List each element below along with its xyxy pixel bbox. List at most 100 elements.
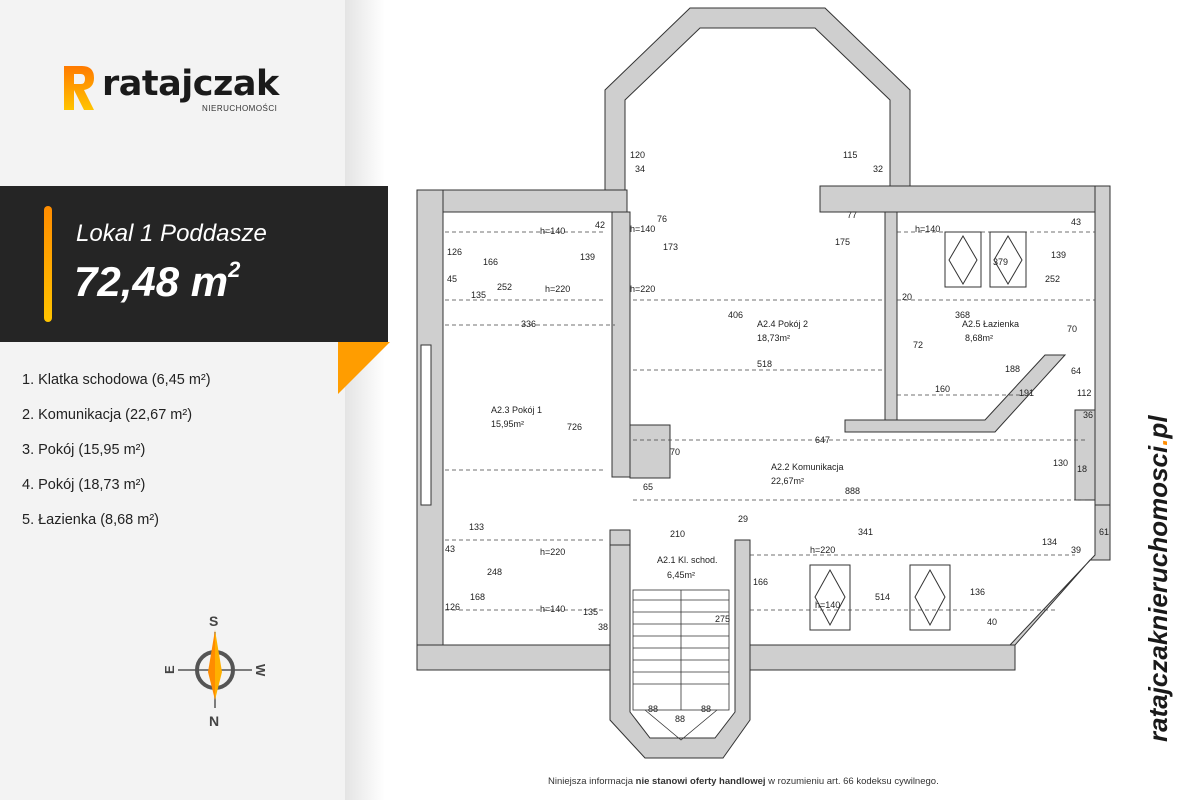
dim-label: 36 (1083, 410, 1093, 420)
orange-corner (338, 342, 390, 394)
dim-label: 115 (843, 150, 857, 160)
room-item: 4. Pokój (18,73 m²) (22, 477, 146, 493)
dim-label: 133 (469, 522, 484, 532)
dim-label: 88 (701, 704, 711, 714)
room-item: 5. Łazienka (8,68 m²) (22, 512, 160, 528)
url-tld: pl (1143, 415, 1173, 439)
dim-label: 252 (497, 282, 512, 292)
disclaimer: Niniejsza informacja nie stanowi oferty … (548, 776, 939, 787)
wall-int-2 (884, 211, 898, 423)
dim-label: h=140 (815, 600, 840, 610)
dim-label: 43 (1071, 217, 1081, 227)
skylight (909, 564, 951, 631)
dim-label: 379 (993, 257, 1008, 267)
dim-label: 135 (471, 290, 486, 300)
dim-label: 88 (675, 714, 685, 724)
dim-label: h=220 (545, 284, 570, 294)
dim-label: 29 (738, 514, 748, 524)
dim-label: 32 (873, 164, 883, 174)
dim-label: 518 (757, 359, 772, 369)
unit-area-exponent: 2 (228, 257, 241, 282)
dim-label: 160 (935, 384, 950, 394)
unit-area: 72,48 m2 (74, 257, 241, 306)
skylight (944, 231, 982, 288)
dim-label: 126 (447, 247, 462, 257)
disclaimer-bold: nie stanowi oferty handlowej (635, 776, 766, 787)
room-area: 6,45m² (667, 570, 695, 580)
room-item: 3. Pokój (15,95 m²) (22, 442, 146, 458)
dim-label: 130 (1053, 458, 1068, 468)
compass-w: W (253, 664, 268, 677)
dim-label: 120 (630, 150, 645, 160)
dim-label: 39 (1071, 545, 1081, 555)
dim-label: 64 (1071, 366, 1081, 376)
brand-logo[interactable]: ratajczak NIERUCHOMOŚCI (62, 60, 292, 120)
dim-label: h=140 (915, 224, 940, 234)
floor-plan: A2.4 Pokój 2 18,73m² A2.3 Pokój 1 15,95m… (416, 7, 1111, 759)
dim-label: 275 (715, 614, 730, 624)
dim-label: 139 (1051, 250, 1066, 260)
room-area: 8,68m² (965, 333, 993, 343)
dim-label: 175 (835, 237, 850, 247)
dim-label: 134 (1042, 537, 1057, 547)
dim-label: 188 (1005, 364, 1020, 374)
dim-label: 72 (913, 340, 923, 350)
url-dot: . (1143, 438, 1173, 446)
compass-icon: S N E W (162, 613, 268, 729)
dim-label: 20 (902, 292, 912, 302)
stair-tower (609, 539, 751, 759)
dim-label: 88 (648, 704, 658, 714)
dim-label: h=220 (540, 547, 565, 557)
dim-label: 368 (955, 310, 970, 320)
skylight (809, 564, 851, 631)
room-area: 15,95m² (491, 419, 524, 429)
dim-label: 18 (1077, 464, 1087, 474)
dim-label: 406 (728, 310, 743, 320)
wall-corner-right (1008, 504, 1111, 646)
dim-label: 514 (875, 592, 890, 602)
dim-label: 42 (595, 220, 605, 230)
website-url[interactable]: ratajczaknieruchomosci.pl (1143, 415, 1174, 742)
dim-label: 126 (445, 602, 460, 612)
room-list: 1. Klatka schodowa (6,45 m²) 2. Komunika… (22, 370, 211, 545)
room-label: A2.5 Łazienka (962, 319, 1019, 329)
dim-label: 336 (521, 319, 536, 329)
room-label: A2.2 Komunikacja (771, 462, 844, 472)
dim-label: 40 (987, 617, 997, 627)
url-main: ratajczaknieruchomosci (1143, 445, 1173, 742)
compass-s: S (209, 613, 218, 629)
dim-label: 139 (580, 252, 595, 262)
dim-label: 136 (970, 587, 985, 597)
wall-top-left (416, 189, 628, 213)
dim-label: 61 (1099, 527, 1109, 537)
skylight (989, 231, 1027, 288)
dim-label: 191 (1019, 388, 1034, 398)
wall-int-5 (1074, 409, 1096, 501)
dim-label: 135 (583, 607, 598, 617)
left-panel (0, 0, 345, 800)
dim-label: h=140 (630, 224, 655, 234)
wall-stair-top (609, 529, 631, 546)
wall-bottom-left (416, 644, 628, 671)
accent-bar (44, 206, 52, 322)
dim-label: 173 (663, 242, 678, 252)
dim-label: 252 (1045, 274, 1060, 284)
room-item: 2. Komunikacja (22,67 m²) (22, 407, 193, 423)
dim-label: 70 (1067, 324, 1077, 334)
room-area: 18,73m² (757, 333, 790, 343)
wall-int-3 (629, 424, 671, 479)
unit-name: Lokal 1 Poddasze (76, 220, 267, 247)
dim-label: 647 (815, 435, 830, 445)
wall-right (1094, 185, 1111, 507)
wall-top-right (819, 185, 1111, 213)
dim-label: 70 (670, 447, 680, 457)
dim-label: h=220 (810, 545, 835, 555)
dim-label: 248 (487, 567, 502, 577)
brand-name: ratajczak (102, 64, 279, 104)
bay-wall (604, 7, 911, 191)
dim-label: 65 (643, 482, 653, 492)
dim-label: 341 (858, 527, 873, 537)
dim-label: 210 (670, 529, 685, 539)
dim-label: h=220 (630, 284, 655, 294)
dim-label: h=140 (540, 226, 565, 236)
